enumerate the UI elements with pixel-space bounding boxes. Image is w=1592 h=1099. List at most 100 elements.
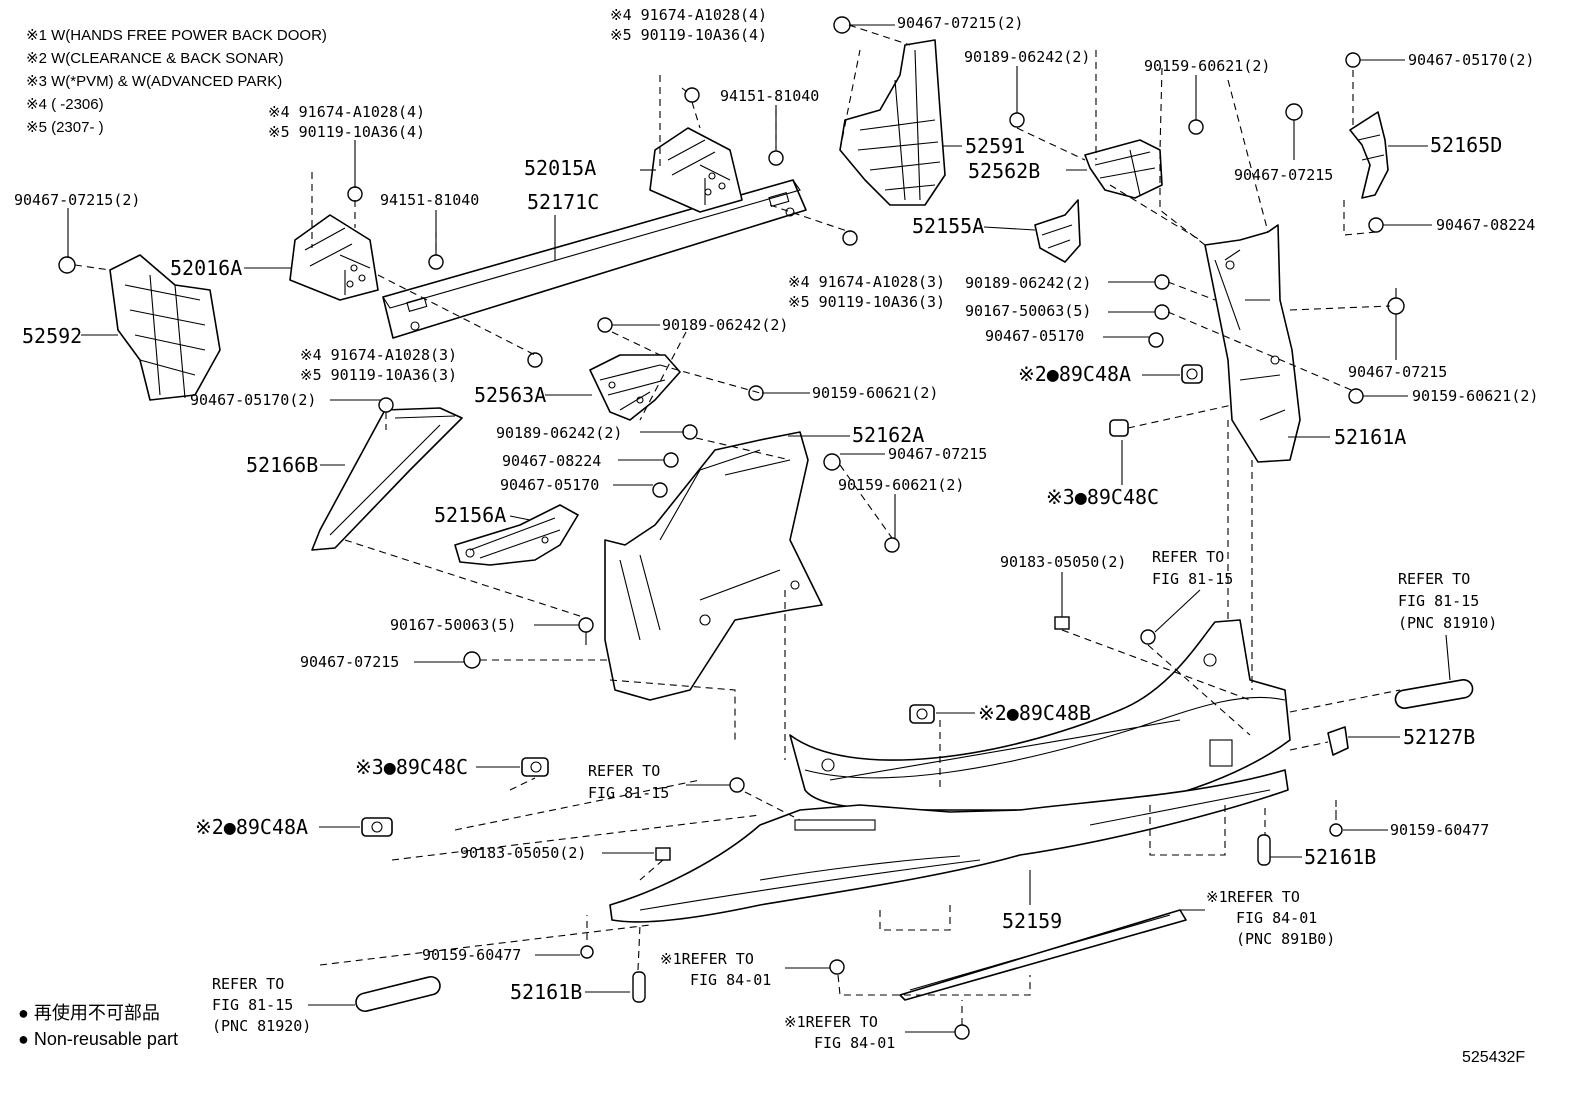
label-refer-81-15-d-line1: REFER TO [212, 975, 284, 993]
sensor-89c48c-right [1109, 419, 1129, 437]
label-90467-05170-b: 90467-05170 [985, 327, 1084, 345]
label-52156a: 52156A [434, 503, 506, 527]
bolt-icon [1140, 629, 1156, 645]
label-89c48b: ※2●89C48B [978, 701, 1091, 725]
bolt-icon [748, 385, 764, 401]
label-90467-05170-2-right: 90467-05170(2) [1408, 51, 1534, 69]
clip-icon [58, 256, 76, 274]
label-refer-81-15-c-line1: REFER TO [588, 762, 660, 780]
part-52127b-cap [1327, 726, 1349, 756]
label-89c48c-left: ※3●89C48C [355, 755, 468, 779]
label-90119-10a36-3-a: ※5 90119-10A36(3) [788, 293, 945, 311]
label-pnc-81920: (PNC 81920) [212, 1017, 311, 1035]
label-refer-84-01-a-line2: FIG 84-01 [1236, 909, 1317, 927]
label-52592: 52592 [22, 324, 82, 348]
label-89c48a-left: ※2●89C48A [195, 815, 308, 839]
screw-icon [578, 617, 594, 645]
label-90119-10a36-4-a: ※5 90119-10A36(4) [610, 26, 767, 44]
bolt-icon [597, 317, 613, 333]
label-52127b: 52127B [1403, 725, 1475, 749]
label-90467-07215-a: 90467-07215 [888, 445, 987, 463]
sensor-89c48a-right [1181, 364, 1203, 384]
part-81910-reflector [1394, 678, 1474, 710]
label-refer-84-01-b-line2: FIG 84-01 [690, 971, 771, 989]
label-90189-06242-2-c: 90189-06242(2) [964, 48, 1090, 66]
label-pnc-891b0: (PNC 891B0) [1236, 930, 1335, 948]
bolt-icon [527, 352, 543, 368]
label-91674-a1028-4-a: ※4 91674-A1028(4) [610, 6, 767, 24]
label-refer-84-01-c-line1: ※1REFER TO [784, 1013, 878, 1031]
label-refer-81-15-b-line2: FIG 81-15 [1398, 592, 1479, 610]
label-90467-07215-2-left: 90467-07215(2) [14, 191, 140, 209]
part-labels: ※4 91674-A1028(4) ※5 90119-10A36(4) 9046… [14, 6, 1538, 1052]
label-52165d: 52165D [1430, 133, 1502, 157]
label-94151-81040-a: 94151-81040 [720, 87, 819, 105]
clip-icon [1345, 52, 1361, 68]
label-91674-a1028-3-b: ※4 91674-A1028(3) [300, 346, 457, 364]
notes-block: ※1 W(HANDS FREE POWER BACK DOOR) ※2 W(CL… [26, 27, 327, 136]
leader-lines [67, 24, 1451, 1033]
note-1: ※1 W(HANDS FREE POWER BACK DOOR) [26, 27, 327, 44]
legend-jp: ● 再使用不可部品 [18, 1003, 160, 1023]
clip-icon [1148, 332, 1164, 348]
label-52161a: 52161A [1334, 425, 1406, 449]
clip-icon [1387, 288, 1405, 315]
label-90467-07215-d: 90467-07215 [1348, 363, 1447, 381]
note-5: ※5 (2307- ) [26, 119, 104, 136]
label-refer-84-01-c-line2: FIG 84-01 [814, 1034, 895, 1052]
part-52562b-bracket [1084, 139, 1163, 199]
screw-icon [580, 945, 594, 959]
label-52166b: 52166B [246, 453, 318, 477]
label-90167-50063-5-b: 90167-50063(5) [965, 302, 1091, 320]
label-90119-10a36-3-b: ※5 90119-10A36(3) [300, 366, 457, 384]
bolt-icon [1009, 112, 1025, 128]
label-52562b: 52562B [968, 159, 1040, 183]
label-52161b-a: 52161B [1304, 845, 1376, 869]
part-52563a-bracket [589, 354, 681, 421]
part-52161a-side-retainer [1204, 224, 1301, 463]
bolt-icon [842, 230, 858, 246]
label-refer-81-15-a-line2: FIG 81-15 [1152, 570, 1233, 588]
part-52166b-cover [311, 407, 463, 551]
part-52155a-bracket [1034, 199, 1081, 263]
label-90159-60477-b: 90159-60477 [422, 946, 521, 964]
screw-icon [1154, 304, 1170, 320]
part-52591-side-bracket [839, 39, 946, 206]
note-4: ※4 ( -2306) [26, 96, 104, 113]
label-90183-05050-2-b: 90183-05050(2) [460, 844, 586, 862]
part-52162a-side-retainer [604, 431, 823, 701]
screw-icon [1329, 810, 1343, 837]
clip-icon [1368, 217, 1384, 233]
label-90467-08224-b: 90467-08224 [1436, 216, 1535, 234]
label-91674-a1028-4-b: ※4 91674-A1028(4) [268, 103, 425, 121]
label-52155a: 52155A [912, 214, 984, 238]
legend: ● 再使用不可部品 ● Non-reusable part [18, 1003, 178, 1049]
label-refer-81-15-a-line1: REFER TO [1152, 548, 1224, 566]
clip-icon [652, 482, 668, 498]
bolt-icon [729, 777, 745, 793]
bolt-icon [884, 537, 900, 553]
bolt-icon [681, 87, 700, 103]
clip-icon [833, 16, 851, 34]
illustration-code: 525432F [1462, 1049, 1525, 1066]
label-90167-50063-5-a: 90167-50063(5) [390, 616, 516, 634]
label-90189-06242-2-b: 90189-06242(2) [496, 424, 622, 442]
label-90467-07215-b: 90467-07215 [300, 653, 399, 671]
label-refer-81-15-c-line2: FIG 81-15 [588, 784, 669, 802]
part-81920-reflector [355, 975, 441, 1013]
label-90159-60621-2-d: 90159-60621(2) [1412, 387, 1538, 405]
clip-icon [663, 452, 679, 468]
bolt-icon [1348, 388, 1364, 404]
label-52171c: 52171C [527, 190, 599, 214]
label-90119-10a36-4-b: ※5 90119-10A36(4) [268, 123, 425, 141]
label-pnc-81910: (PNC 81910) [1398, 614, 1497, 632]
note-3: ※3 W(*PVM) & W(ADVANCED PARK) [26, 73, 282, 90]
label-52162a: 52162A [852, 423, 924, 447]
label-90467-07215-c: 90467-07215 [1234, 166, 1333, 184]
label-91674-a1028-3-a: ※4 91674-A1028(3) [788, 273, 945, 291]
part-52156a-retainer [454, 504, 579, 566]
bolt-icon [1154, 274, 1170, 290]
label-52161b-b: 52161B [510, 980, 582, 1004]
sensor-89c48a-left [361, 817, 393, 837]
label-refer-81-15-b-line1: REFER TO [1398, 570, 1470, 588]
